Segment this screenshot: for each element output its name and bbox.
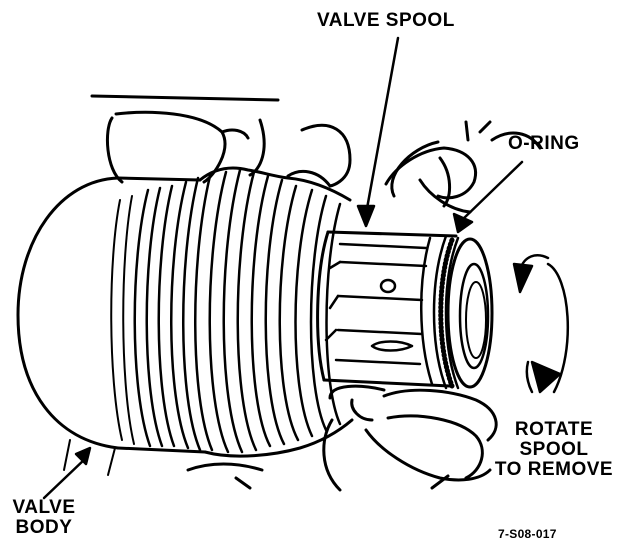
hands-drawing <box>90 94 542 492</box>
rotate-line-1: ROTATE <box>514 419 594 440</box>
valve-body-line-2: BODY <box>15 516 73 538</box>
rotate-line-2: SPOOL <box>519 438 589 460</box>
valve-spool-label: VALVE SPOOL <box>317 10 455 31</box>
rotate-spool-label: ROTATE SPOOL TO REMOVE <box>488 420 620 480</box>
valve-spool-drawing <box>316 230 494 390</box>
valve-body-drawing <box>16 166 354 476</box>
leader-lines <box>42 36 524 500</box>
valve-body-label: VALVE BODY <box>6 498 82 538</box>
figure-id-label: 7-S08-017 <box>498 527 557 541</box>
rotate-line-3: TO REMOVE <box>494 458 614 480</box>
o-ring-label: O-RING <box>508 133 580 154</box>
rotate-arrows-drawing <box>512 254 569 394</box>
valve-body-line-1: VALVE <box>12 497 76 518</box>
